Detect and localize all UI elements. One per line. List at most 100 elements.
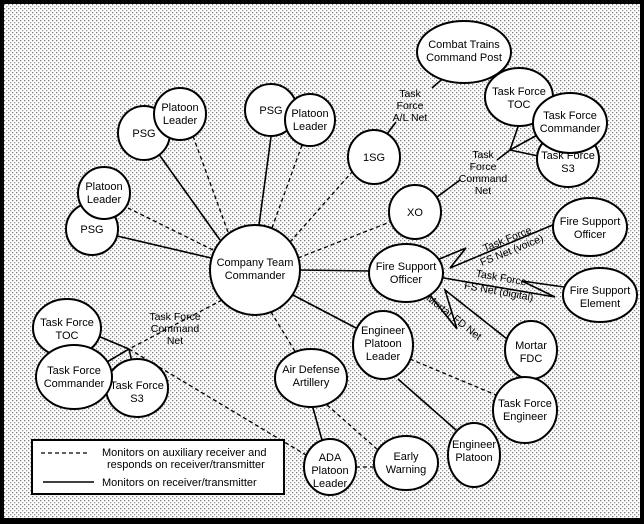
svg-text:Engineer: Engineer bbox=[503, 411, 547, 423]
svg-text:Leader: Leader bbox=[163, 115, 198, 127]
line-ctc-pl2 bbox=[271, 144, 303, 229]
svg-text:Platoon: Platoon bbox=[161, 102, 198, 114]
svg-text:XO: XO bbox=[407, 207, 423, 219]
svg-text:PSG: PSG bbox=[80, 224, 103, 236]
svg-text:FDC: FDC bbox=[520, 353, 543, 365]
line-hub-tftoc bbox=[509, 123, 520, 151]
svg-text:Platoon: Platoon bbox=[311, 465, 348, 477]
svg-text:Command: Command bbox=[459, 173, 508, 185]
node-platoon-leader-3[interactable]: Platoon Leader bbox=[77, 166, 131, 220]
node-tf-fire-support-officer[interactable]: Fire Support Officer bbox=[552, 197, 628, 257]
line-tfcmd-hub bbox=[496, 149, 511, 161]
svg-text:Warning: Warning bbox=[386, 464, 427, 476]
line-ctc-ada bbox=[270, 311, 297, 354]
svg-text:Officer: Officer bbox=[390, 274, 423, 286]
svg-text:Task Force: Task Force bbox=[110, 380, 164, 392]
line-mortar-fd bbox=[428, 287, 508, 340]
svg-text:Leader: Leader bbox=[313, 478, 348, 490]
svg-text:Air Defense: Air Defense bbox=[282, 364, 339, 376]
node-platoon-leader-1[interactable]: Platoon Leader bbox=[153, 87, 207, 141]
line-xo-tfcmd bbox=[436, 179, 461, 198]
node-ada-platoon-leader[interactable]: ADA Platoon Leader bbox=[303, 438, 357, 496]
svg-text:TOC: TOC bbox=[55, 330, 78, 342]
node-tf-commander-lower[interactable]: Task Force Commander bbox=[35, 344, 113, 410]
legend-dashed-label-2: responds on receiver/transmitter bbox=[107, 459, 265, 471]
node-early-warning[interactable]: Early Warning bbox=[373, 435, 439, 491]
svg-text:Task Force: Task Force bbox=[498, 398, 552, 410]
svg-text:Task: Task bbox=[472, 149, 494, 161]
line-epl-tfeng bbox=[409, 358, 497, 396]
node-engineer-platoon-leader[interactable]: Engineer Platoon Leader bbox=[352, 310, 414, 380]
legend-solid-label: Monitors on receiver/transmitter bbox=[102, 477, 257, 489]
node-fire-support-officer[interactable]: Fire Support Officer bbox=[368, 243, 444, 303]
line-ctc-fso bbox=[299, 269, 371, 272]
svg-text:Engineer: Engineer bbox=[361, 325, 405, 337]
node-engineer-platoon[interactable]: Engineer Platoon bbox=[447, 422, 501, 488]
svg-text:S3: S3 bbox=[561, 163, 574, 175]
node-fire-support-element[interactable]: Fire Support Element bbox=[562, 267, 638, 323]
svg-text:Command: Command bbox=[151, 323, 200, 335]
label-ctc-2: Commander bbox=[225, 270, 286, 282]
node-xo[interactable]: XO bbox=[388, 184, 442, 240]
svg-text:Platoon: Platoon bbox=[364, 338, 401, 350]
svg-text:Platoon: Platoon bbox=[455, 452, 492, 464]
svg-text:ADA: ADA bbox=[319, 452, 342, 464]
svg-text:Commander: Commander bbox=[540, 123, 601, 135]
svg-text:Mortar: Mortar bbox=[515, 340, 547, 352]
legend-box bbox=[31, 439, 285, 495]
svg-text:Task Force: Task Force bbox=[47, 365, 101, 377]
node-air-defense-artillery[interactable]: Air Defense Artillery bbox=[274, 348, 348, 408]
line-ctc-1sg bbox=[289, 171, 353, 243]
node-mortar-fdc[interactable]: Mortar FDC bbox=[504, 320, 558, 380]
label-tf-al-net: Task Force A/L Net bbox=[393, 88, 428, 124]
svg-text:PSG: PSG bbox=[132, 128, 155, 140]
line-ada-ew bbox=[326, 404, 379, 451]
svg-text:Platoon: Platoon bbox=[291, 108, 328, 120]
node-platoon-leader-2[interactable]: Platoon Leader bbox=[284, 93, 336, 147]
svg-text:A/L Net: A/L Net bbox=[393, 112, 428, 124]
svg-text:Net: Net bbox=[167, 335, 183, 347]
svg-text:Early: Early bbox=[393, 451, 419, 463]
node-company-team-commander[interactable]: Company Team Commander bbox=[209, 224, 301, 316]
line-ctc-pl3 bbox=[127, 207, 214, 251]
svg-text:S3: S3 bbox=[130, 393, 143, 405]
node-tf-s3-lower[interactable]: Task Force S3 bbox=[105, 358, 169, 418]
node-1sg[interactable]: 1SG bbox=[347, 129, 401, 185]
svg-text:Artillery: Artillery bbox=[293, 377, 330, 389]
svg-text:1SG: 1SG bbox=[363, 152, 385, 164]
line-ctc-tfcmdnet bbox=[128, 299, 223, 350]
line-ctc-epl bbox=[290, 293, 357, 329]
svg-text:Combat Trains: Combat Trains bbox=[428, 39, 500, 51]
svg-text:Fire Support: Fire Support bbox=[376, 261, 437, 273]
svg-text:Leader: Leader bbox=[366, 351, 401, 363]
line-ctc-xo bbox=[297, 221, 391, 259]
svg-text:Task Force: Task Force bbox=[149, 311, 201, 323]
line-1sg-al bbox=[386, 121, 397, 135]
svg-text:Officer: Officer bbox=[574, 229, 607, 241]
svg-text:Task Force: Task Force bbox=[492, 86, 546, 98]
nodes: Company Team Commander PSG Platoon Leade… bbox=[32, 20, 638, 496]
line-ctc-psg3 bbox=[116, 235, 212, 259]
line-ctc-psg1 bbox=[157, 152, 221, 241]
svg-text:Force: Force bbox=[397, 100, 424, 112]
legend: Monitors on auxiliary receiver and respo… bbox=[31, 439, 285, 495]
svg-text:PSG: PSG bbox=[259, 105, 282, 117]
svg-text:Leader: Leader bbox=[293, 121, 328, 133]
connections bbox=[97, 74, 565, 468]
line-tftoc-lower bbox=[97, 335, 130, 350]
node-tf-commander-upper[interactable]: Task Force Commander bbox=[532, 92, 608, 154]
line-tfcdr-lower bbox=[106, 348, 130, 363]
svg-text:Net: Net bbox=[475, 185, 491, 197]
legend-dashed-label-1: Monitors on auxiliary receiver and bbox=[102, 447, 266, 459]
node-tf-engineer[interactable]: Task Force Engineer bbox=[492, 376, 558, 444]
node-combat-trains-cp[interactable]: Combat Trains Command Post bbox=[416, 20, 512, 84]
line-epl-eplt bbox=[397, 378, 457, 431]
line-ctc-pl1 bbox=[192, 135, 229, 233]
label-ctc-1: Company Team bbox=[217, 257, 294, 269]
svg-text:Task: Task bbox=[399, 88, 421, 100]
svg-text:Fire Support: Fire Support bbox=[570, 285, 631, 297]
svg-text:Commander: Commander bbox=[44, 378, 105, 390]
label-tf-command-net-upper: Task Force Command Net bbox=[459, 149, 508, 197]
svg-text:Task Force: Task Force bbox=[543, 110, 597, 122]
line-ctc-psg2 bbox=[258, 136, 272, 226]
